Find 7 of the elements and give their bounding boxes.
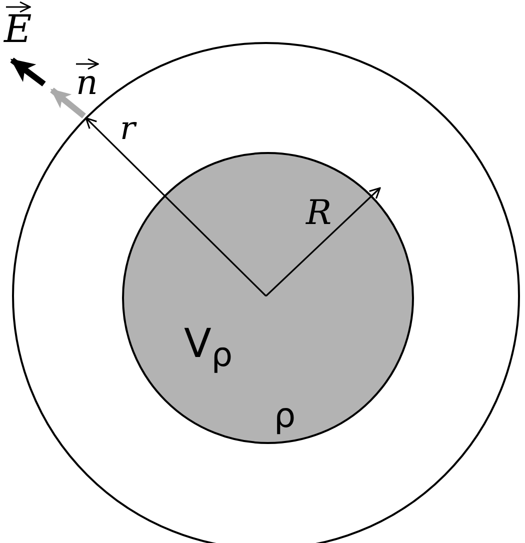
outer-circle <box>12 42 520 543</box>
density-label: ρ <box>274 399 296 433</box>
normal-vector-label: n <box>76 66 98 100</box>
field-vector-label: E <box>4 10 32 48</box>
radius-label: r <box>120 112 136 144</box>
radius-label: R <box>306 196 332 230</box>
volume-label: V$_{ρ}$ <box>184 324 233 372</box>
